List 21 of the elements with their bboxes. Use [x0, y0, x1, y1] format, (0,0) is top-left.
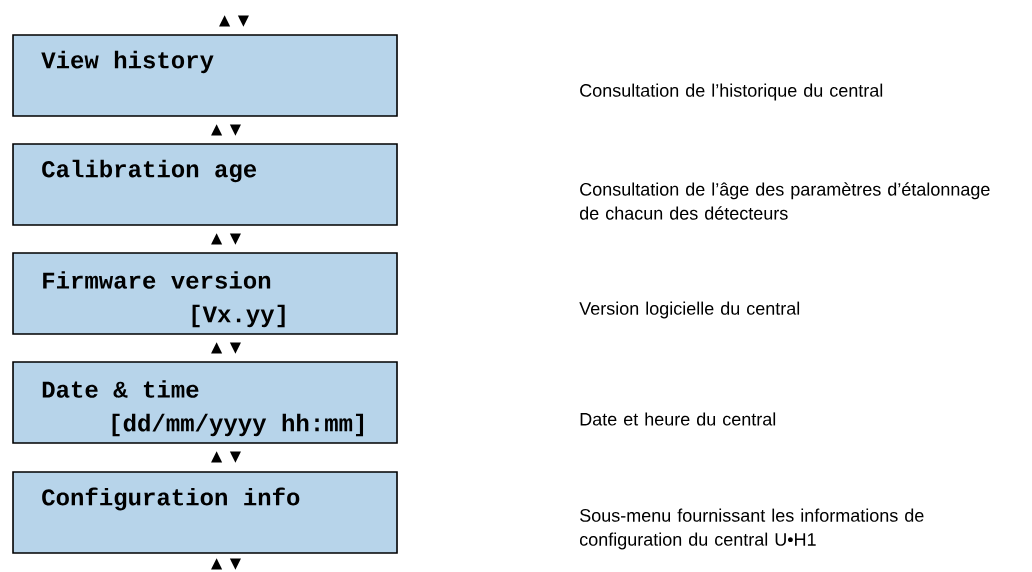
description-text: Consultation de l’âge des paramètres d’étalonnage de chacun des détecteurs	[579, 182, 990, 220]
lcd-screen-box	[12, 471, 398, 554]
menu-text: View history	[41, 50, 214, 74]
up-down-arrow-symbol: ▲▼	[211, 342, 241, 354]
description-text: Consultation de l’historique du central	[580, 83, 883, 101]
up-down-arrow-symbol: ▲▼	[211, 124, 241, 136]
menu-text: Date & time	[42, 380, 199, 398]
menu-text: [dd/mm/yyyy hh:mm]	[112, 413, 364, 437]
menu-text: Calibration age	[42, 159, 257, 183]
description-text: Sous-menu fournissant les informations de configuration du central U•H1	[580, 508, 924, 550]
lcd-screen-box	[12, 143, 398, 226]
menu-text: Firmware version	[43, 271, 271, 289]
lcd-screen-box	[12, 252, 398, 335]
description-text: Version logicielle du central	[579, 301, 800, 319]
menu-text: [Vx.yy]	[192, 304, 285, 328]
description-text: Date et heure du central	[580, 412, 776, 426]
lcd-screen-box	[12, 361, 398, 444]
up-down-arrow-symbol: ▲▼	[211, 233, 241, 245]
menu-text: Configuration info	[42, 487, 300, 511]
lcd-screen-box	[12, 34, 398, 117]
up-down-arrow-symbol: ▲▼	[211, 451, 241, 463]
